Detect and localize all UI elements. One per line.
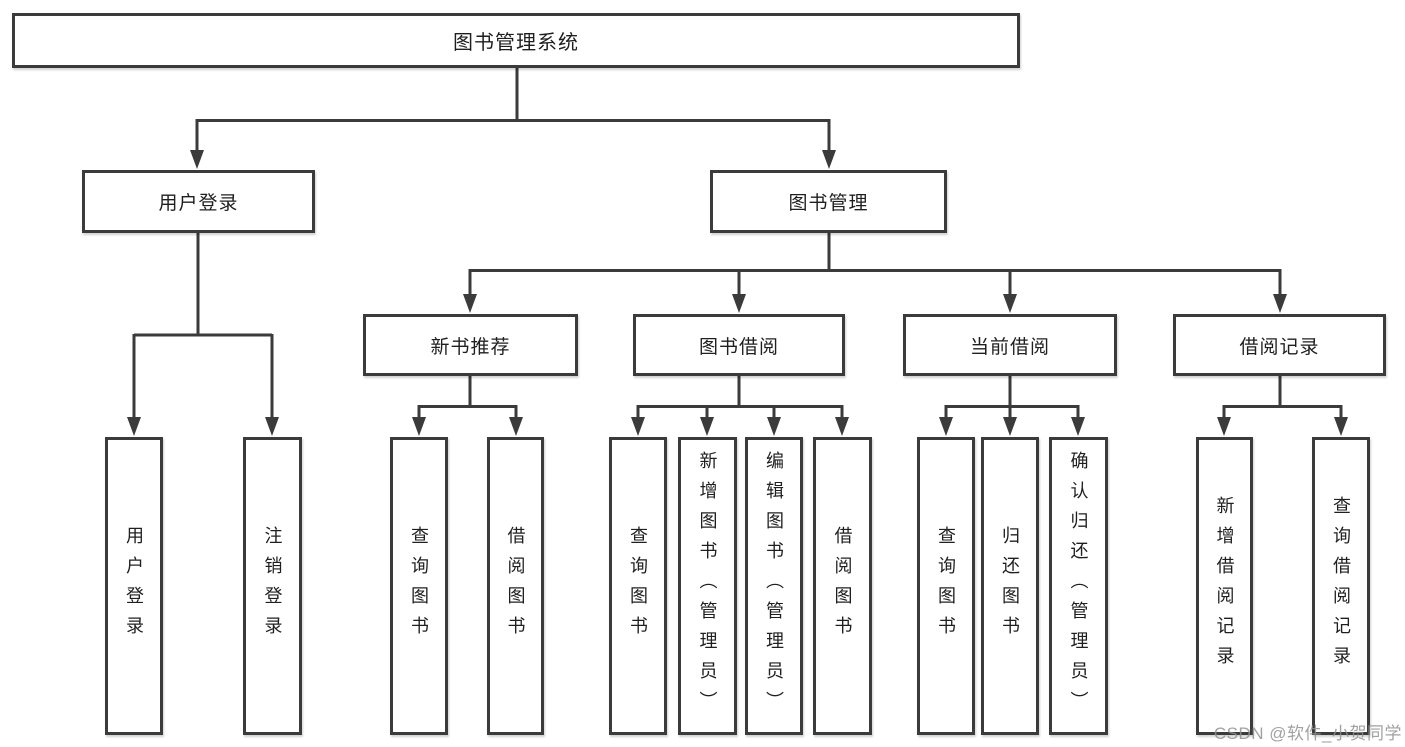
leaf-current-return-books: 归还图书 xyxy=(981,437,1039,735)
leaf-current-confirm-return-admin: 确认归还（管理员） xyxy=(1049,437,1108,735)
node-borrowing-records: 借阅记录 xyxy=(1173,314,1386,376)
leaf-borrowing-borrow-books: 借阅图书 xyxy=(813,437,872,735)
node-book-management: 图书管理 xyxy=(710,170,947,233)
leaf-user-login: 用户登录 xyxy=(105,437,163,735)
leaf-recommend-query-books: 查询图书 xyxy=(390,437,448,735)
node-root-system: 图书管理系统 xyxy=(12,13,1020,68)
leaf-logout: 注销登录 xyxy=(243,437,302,735)
leaf-borrowing-add-books-admin: 新增图书（管理员） xyxy=(678,437,737,735)
leaf-current-query-books: 查询图书 xyxy=(917,437,975,735)
csdn-watermark: CSDN @软件_小贺同学 xyxy=(1213,724,1402,743)
arrowheads xyxy=(127,150,1348,436)
leaf-borrowing-edit-books-admin: 编辑图书（管理员） xyxy=(745,437,803,735)
node-user-login: 用户登录 xyxy=(82,170,315,233)
node-book-borrowing: 图书借阅 xyxy=(633,314,845,376)
node-new-book-recommend: 新书推荐 xyxy=(363,314,578,376)
leaf-records-query-record: 查询借阅记录 xyxy=(1312,437,1370,735)
node-current-borrowing: 当前借阅 xyxy=(903,314,1117,376)
leaf-borrowing-query-books: 查询图书 xyxy=(609,437,667,735)
leaf-recommend-borrow-books: 借阅图书 xyxy=(487,437,544,735)
leaf-records-add-record: 新增借阅记录 xyxy=(1196,437,1253,735)
